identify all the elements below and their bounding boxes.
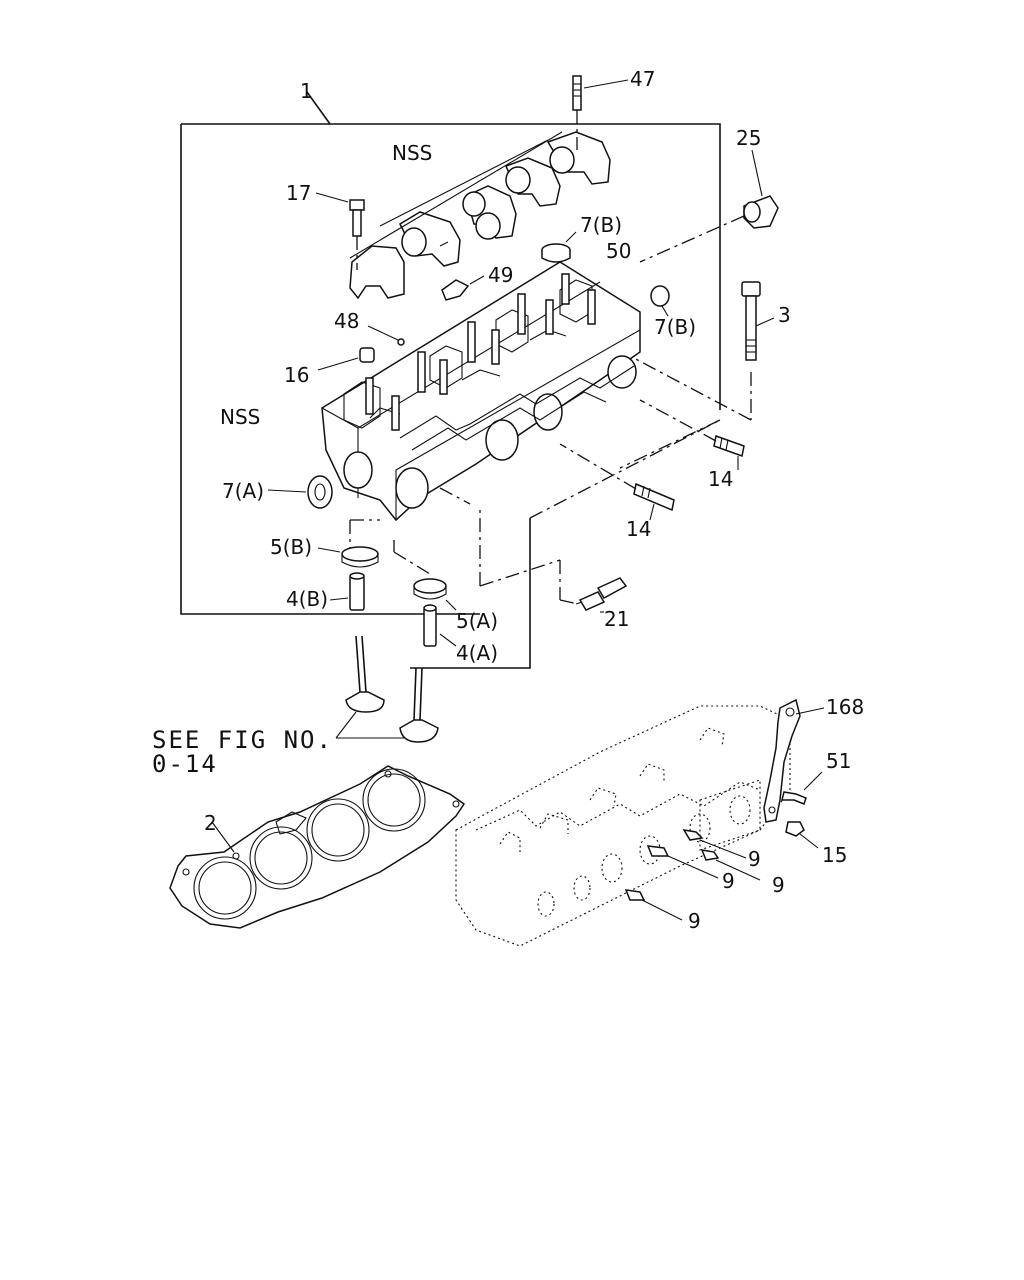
callout-5b: 5(B) bbox=[270, 535, 312, 559]
callout-7b-top: 7(B) bbox=[580, 213, 622, 237]
bolt-15 bbox=[785, 821, 819, 849]
valve-guide-4a bbox=[423, 604, 457, 647]
exhaust-valve bbox=[399, 667, 439, 743]
sensor-21 bbox=[479, 510, 628, 613]
head-studs bbox=[365, 273, 596, 431]
see-fig-leaders bbox=[335, 711, 404, 739]
valve-seat-5a bbox=[393, 540, 457, 611]
assembly-bracket-outline bbox=[180, 91, 721, 669]
cylinder-head-body bbox=[321, 261, 641, 522]
callout-9-c: 9 bbox=[772, 873, 785, 897]
stud-47 bbox=[572, 75, 629, 150]
callout-51: 51 bbox=[826, 749, 851, 773]
callout-7b-mid: 7(B) bbox=[654, 315, 696, 339]
callout-5a: 5(A) bbox=[456, 609, 498, 633]
studs-9 bbox=[624, 828, 761, 921]
small-parts bbox=[317, 285, 670, 371]
reference-head-outline bbox=[455, 705, 791, 947]
valve-guide-4b bbox=[329, 572, 365, 611]
callout-labels: 1 47 25 NSS 17 7(B) 50 49 3 48 7(B) 16 N… bbox=[204, 67, 864, 933]
intake-valve bbox=[345, 635, 385, 713]
callout-14-right: 14 bbox=[708, 467, 733, 491]
callout-2: 2 bbox=[204, 811, 217, 835]
stud-14-mid bbox=[559, 443, 675, 521]
clip-49 bbox=[441, 275, 485, 301]
construction-lines bbox=[439, 419, 721, 519]
callout-48: 48 bbox=[334, 309, 359, 333]
callout-9-a: 9 bbox=[748, 847, 761, 871]
bolt-51 bbox=[781, 771, 823, 805]
callout-47: 47 bbox=[630, 67, 655, 91]
callout-17: 17 bbox=[286, 181, 311, 205]
callout-3: 3 bbox=[778, 303, 791, 327]
see-fig-note-line1: SEE FIG NO. bbox=[152, 726, 333, 754]
seal-7b-top bbox=[541, 231, 577, 263]
see-fig-note: SEE FIG NO. 0-14 bbox=[152, 726, 333, 778]
stud-14-right bbox=[639, 399, 745, 470]
callout-25: 25 bbox=[736, 126, 761, 150]
callout-4a: 4(A) bbox=[456, 641, 498, 665]
oil-seal-7a bbox=[267, 475, 333, 509]
bolt-3 bbox=[629, 281, 775, 421]
callout-49: 49 bbox=[488, 263, 513, 287]
callout-14-mid: 14 bbox=[626, 517, 651, 541]
callout-nss-left: NSS bbox=[220, 405, 260, 429]
bolt-17 bbox=[315, 192, 365, 270]
callout-nss-top: NSS bbox=[392, 141, 432, 165]
valve-seat-5b bbox=[317, 519, 380, 568]
callout-16: 16 bbox=[284, 363, 309, 387]
callout-15: 15 bbox=[822, 843, 847, 867]
callout-7a: 7(A) bbox=[222, 479, 264, 503]
callout-50: 50 bbox=[606, 239, 631, 263]
callout-1: 1 bbox=[300, 79, 313, 103]
head-gasket-2 bbox=[169, 765, 466, 929]
camshaft-cap-assembly bbox=[349, 131, 611, 300]
see-fig-note-line2: 0-14 bbox=[152, 750, 218, 778]
bracket-168 bbox=[763, 698, 825, 823]
callout-21: 21 bbox=[604, 607, 629, 631]
callout-168: 168 bbox=[826, 695, 864, 719]
callout-9-b: 9 bbox=[722, 869, 735, 893]
callout-4b: 4(B) bbox=[286, 587, 328, 611]
callout-9-d: 9 bbox=[688, 909, 701, 933]
cam-end-cap-25 bbox=[639, 149, 779, 263]
